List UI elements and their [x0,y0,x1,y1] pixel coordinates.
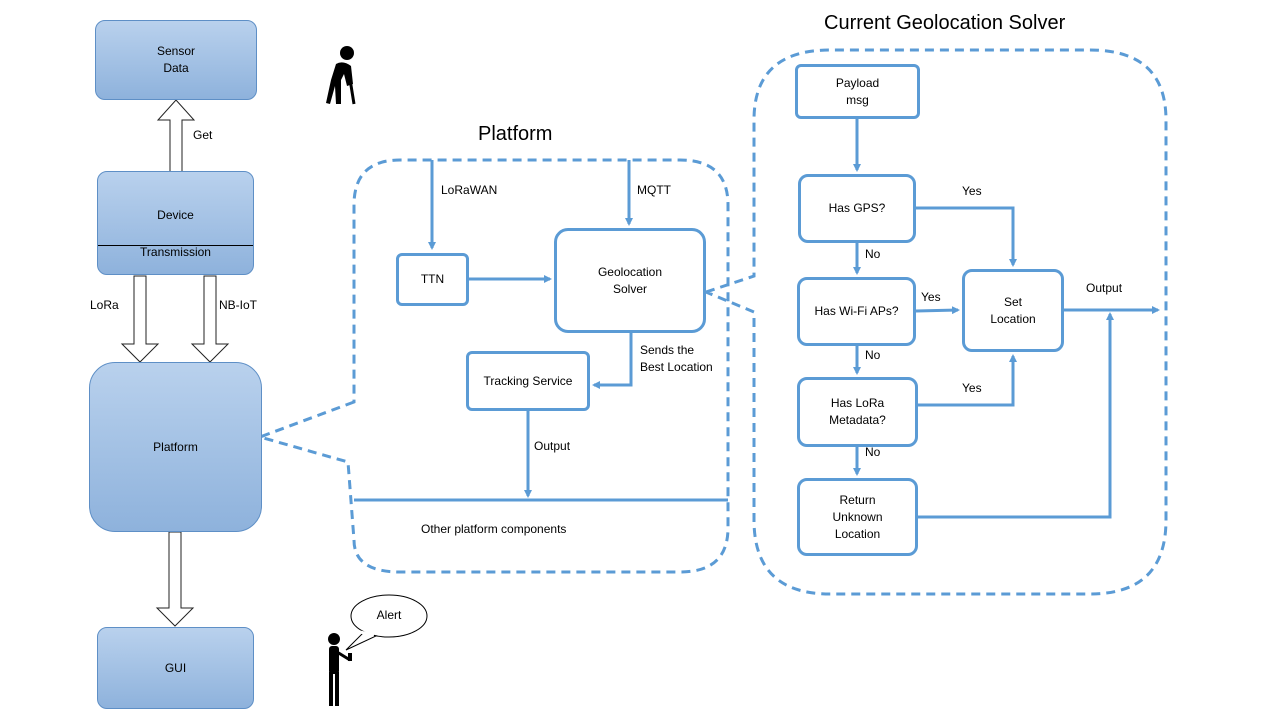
solver-title: Current Geolocation Solver [824,12,1066,34]
gui-arrow [155,531,195,627]
sensor-data-block: Sensor Data [95,20,257,100]
solver-callout-outline [701,48,1168,596]
other-platform-components-label: Other platform components [421,522,567,536]
platform-block: Platform [89,362,262,532]
return-unknown-location-node: Return Unknown Location [797,478,918,556]
wifi-no-label: No [865,348,881,362]
solver-to-tracking-line [592,332,633,389]
tracking-output-label: Output [534,439,571,453]
nbiot-label: NB-IoT [219,298,258,312]
gps-yes-line [916,206,1017,267]
transmission-label: Transmission [140,245,211,259]
has-gps-node: Has GPS? [798,174,916,243]
unknown-to-output-line [916,312,1114,519]
lorawan-label: LoRaWAN [441,183,498,197]
lora-label: LoRa [90,298,119,312]
payload-node: Payload msg [795,64,920,119]
geolocation-solver-node: Geolocation Solver [554,228,706,333]
gps-no-label: No [865,247,881,261]
nbiot-arrow [190,275,230,363]
lora-arrow [120,275,160,363]
wifi-yes-label: Yes [921,290,941,304]
device-block: Device Transmission [97,171,254,275]
wifi-yes-line [915,306,960,315]
gui-block: GUI [97,627,254,709]
tracking-service-node: Tracking Service [466,351,590,411]
ttn-node: TTN [396,253,469,306]
get-label: Get [193,128,213,142]
device-divider [98,245,253,246]
mqtt-label: MQTT [637,183,671,197]
get-arrow [156,99,196,173]
lora-yes-label: Yes [962,381,982,395]
set-location-node: Set Location [962,269,1064,352]
platform-callout-outline [255,158,730,574]
gps-yes-label: Yes [962,184,982,198]
lora-yes-line [916,354,1017,407]
lora-no-label: No [865,445,881,459]
solver-output-label: Output [1086,281,1123,295]
has-lora-metadata-node: Has LoRa Metadata? [797,377,918,447]
sends-best-location-label: Sends the Best Location [640,343,713,374]
person-with-phone-icon [328,633,352,706]
speech-bubble-icon [345,594,428,651]
has-wifi-node: Has Wi-Fi APs? [797,277,916,346]
alert-label: Alert [376,608,402,622]
elderly-person-icon [326,46,356,105]
device-label: Device [157,208,194,222]
platform-title: Platform [478,123,553,145]
